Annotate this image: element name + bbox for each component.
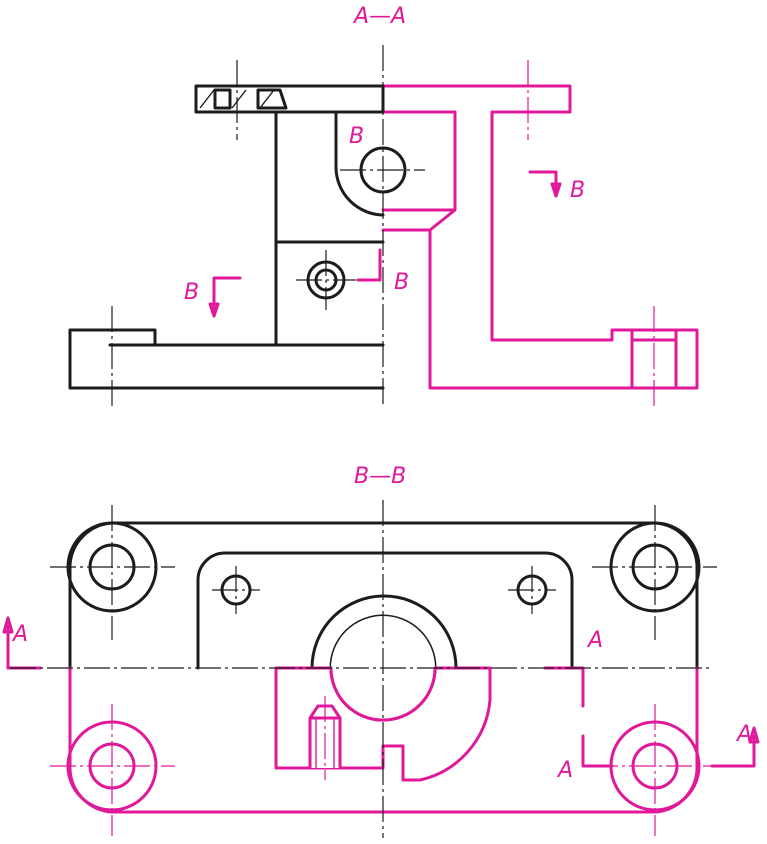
cut-label-a-center: A bbox=[588, 628, 604, 653]
section-aa-view bbox=[68, 45, 699, 410]
cut-label-b-upper-left: B bbox=[349, 124, 365, 149]
section-bb-hatched-half bbox=[2, 616, 760, 836]
section-bb-title: B—B bbox=[354, 464, 407, 489]
section-aa-title: A—A bbox=[354, 4, 407, 29]
cut-label-b-lower-left: B bbox=[184, 280, 200, 305]
cut-label-b-upper-right: B bbox=[570, 178, 586, 203]
section-aa-exterior-half bbox=[68, 60, 425, 410]
section-aa-hatched-half bbox=[356, 60, 699, 410]
cut-label-a-center-lower: A bbox=[558, 758, 574, 783]
section-bb-view bbox=[2, 500, 760, 838]
cut-label-a-right: A bbox=[737, 722, 753, 747]
cut-label-a-left: A bbox=[13, 622, 29, 647]
cut-label-b-lower-right: B bbox=[394, 270, 410, 295]
